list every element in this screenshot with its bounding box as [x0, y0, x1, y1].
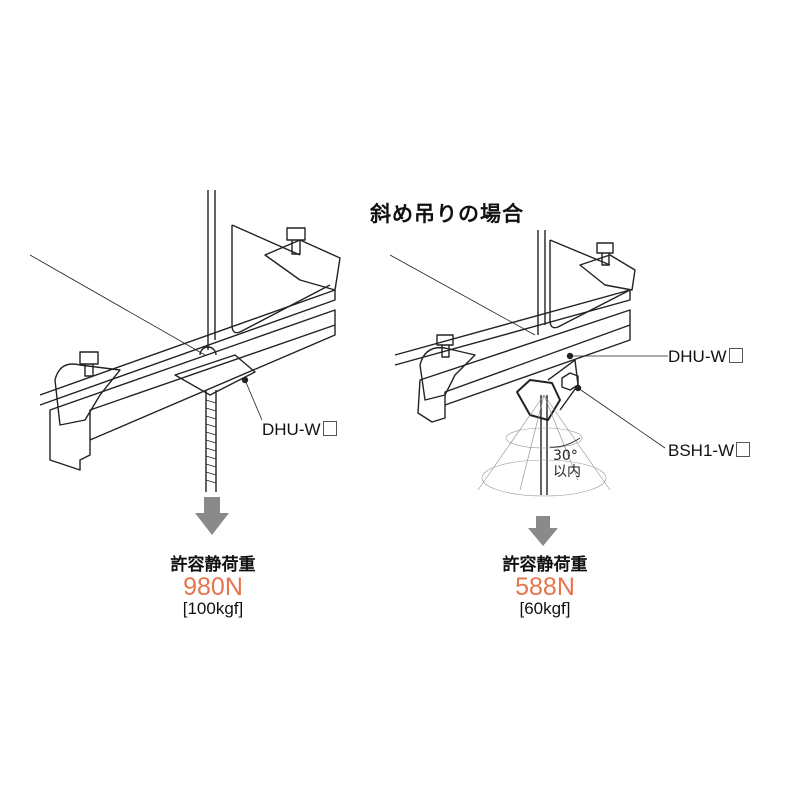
angle-note: 以内 — [553, 464, 581, 480]
angle-circle-small — [505, 427, 583, 449]
load-kgf: [100kgf] — [182, 599, 244, 618]
part-label-dhu-left: DHU-W — [262, 420, 337, 440]
steel-beam-web — [207, 190, 331, 350]
leader-line — [244, 379, 263, 421]
bolt-left — [79, 351, 99, 377]
ceiling-plane-line — [389, 254, 536, 336]
swivel-bracket — [516, 379, 561, 421]
hanger-rod — [205, 390, 217, 492]
angle-annotation: 30° 以内 — [553, 448, 581, 480]
channel-rail — [394, 289, 631, 423]
load-kgf: [60kgf] — [519, 599, 571, 618]
part-code: DHU-W — [262, 420, 321, 439]
left-assembly — [29, 190, 341, 535]
variant-box — [322, 421, 337, 436]
right-load-rating: 許容静荷重 588N [60kgf] — [465, 550, 625, 619]
beam-flange — [549, 239, 611, 266]
angle-arc — [549, 437, 581, 448]
part-code: DHU-W — [668, 347, 727, 366]
left-load-rating: 許容静荷重 980N [100kgf] — [133, 550, 293, 619]
load-newtons: 588N — [515, 573, 575, 601]
bolt-right — [286, 227, 306, 255]
right-assembly — [389, 230, 668, 546]
variant-box — [728, 348, 743, 363]
clamp-left — [419, 346, 476, 401]
angle-circle-large — [481, 459, 607, 497]
part-code: BSH1-W — [668, 441, 735, 460]
clamp-right — [579, 254, 636, 291]
angle-value: 30° — [553, 448, 578, 464]
angle-cone — [477, 394, 611, 491]
leader-line-bsh1 — [577, 387, 666, 449]
load-heading: 許容静荷重 — [170, 555, 256, 575]
load-arrow — [528, 516, 558, 546]
part-label-bsh1: BSH1-W — [668, 441, 751, 461]
nut-fitting — [174, 346, 256, 396]
rod-thread — [205, 399, 217, 484]
hanger-rod — [540, 395, 548, 495]
variant-box — [736, 442, 751, 457]
channel-rail — [39, 289, 336, 471]
load-heading: 許容静荷重 — [502, 555, 588, 575]
clamp-left — [54, 363, 121, 426]
bolt-left — [436, 334, 454, 358]
part-label-dhu-right: DHU-W — [668, 347, 743, 367]
clamp-right — [264, 239, 341, 291]
load-newtons: 980N — [183, 573, 243, 601]
ceiling-plane-line — [29, 254, 206, 356]
beam-flange — [231, 224, 301, 256]
bolt-right — [596, 242, 614, 266]
load-arrow — [195, 497, 229, 535]
bsh1-plate — [547, 359, 579, 411]
diagonal-hanging-title: 斜め吊りの場合 — [370, 202, 524, 226]
steel-beam-web — [537, 230, 631, 335]
